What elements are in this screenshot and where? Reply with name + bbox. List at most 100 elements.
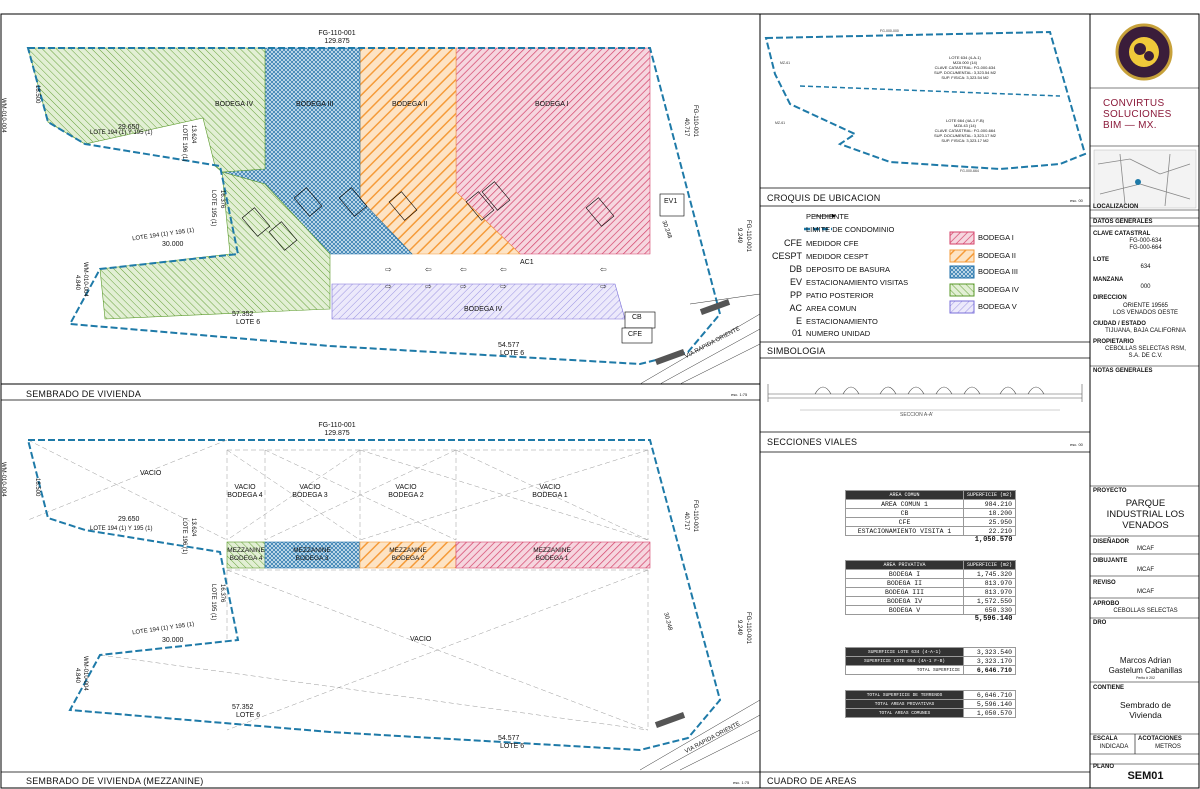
mezz-road-hatch bbox=[639, 699, 760, 771]
croquis-supdoc1: SUP. DOCUMENTAL: 3,323.54 M2 bbox=[933, 70, 997, 75]
road-hatch bbox=[639, 293, 760, 384]
ac1-label: AC1 bbox=[520, 259, 534, 266]
tb-lote-k: LOTE bbox=[1093, 257, 1109, 263]
bodega3-label: BODEGA III bbox=[296, 101, 334, 108]
svg-text:⇨: ⇨ bbox=[425, 282, 432, 291]
tb-dibujante-v: MCAF bbox=[1137, 567, 1154, 573]
left2-ref: WM-010-004 bbox=[82, 262, 88, 297]
croquis-mza2: MZA 43 (14) bbox=[953, 123, 976, 128]
symbology-panel-title: SIMBOLOGIA bbox=[767, 346, 826, 356]
mezz-m3a: MEZZANINE bbox=[293, 547, 331, 554]
tb-dro-v3: Perito # 202 bbox=[1136, 676, 1155, 680]
mezz-scale: esc. 1:75 bbox=[733, 780, 750, 785]
mezz-lote-196: LOTE 196 (1) bbox=[181, 518, 187, 555]
cfe-box bbox=[621, 327, 653, 344]
cfe-label: CFE bbox=[628, 331, 642, 338]
tb-prop-v2: S.A. DE C.V. bbox=[1128, 353, 1163, 359]
mezz-lote-a-label: LOTE 194 (1) Y 195 (1) bbox=[90, 526, 153, 532]
tb-reviso-v: MCAF bbox=[1137, 589, 1154, 595]
svg-text:⇨: ⇨ bbox=[460, 282, 467, 291]
tb-proyecto: PARQUE INDUSTRIAL LOS VENADOS bbox=[1093, 498, 1198, 531]
legend-b1-label: BODEGA I bbox=[978, 233, 1014, 242]
mezz-m4a: MEZZANINE bbox=[227, 547, 265, 554]
cell: BODEGA III bbox=[845, 587, 964, 597]
bottom-lote2: LOTE 6 bbox=[500, 350, 525, 357]
bodega1-label: BODEGA I bbox=[535, 101, 569, 108]
mezz-vb3b: BODEGA 3 bbox=[292, 492, 328, 499]
tb-manzana-k: MANZANA bbox=[1093, 277, 1124, 283]
mezz-right-ref: FG-110-001 bbox=[692, 500, 698, 532]
legend-limite-label: LIMITE DE CONDOMINIO bbox=[806, 225, 895, 234]
croquis-lote634-block: LOTE 634 (4-A-1) MZA 000 (14) CLAVE CATA… bbox=[925, 55, 1005, 80]
company-name: CONVIRTUS SOLUCIONES BIM — MX. bbox=[1103, 98, 1172, 131]
tb-prop-k: PROPIETARIO bbox=[1093, 339, 1134, 345]
right-ref: FG-110-001 bbox=[692, 105, 698, 137]
tb-contiene-v2: Vivienda bbox=[1129, 710, 1162, 720]
cell: 1,050.570 bbox=[963, 708, 1016, 718]
legend-ev-value: ESTACIONAMIENTO VISITAS bbox=[806, 277, 909, 287]
lote-196: LOTE 196 (1) bbox=[181, 125, 187, 162]
lote-a-label: LOTE 194 (1) Y 195 (1) bbox=[90, 130, 153, 136]
bottom-lote1: LOTE 6 bbox=[236, 319, 261, 326]
croquis-clave2: CLAVE CATASTRAL: FG-000-664 bbox=[934, 128, 996, 133]
mezz-m1b: BODEGA 1 bbox=[535, 555, 569, 562]
mezz-vb3a: VACIO bbox=[299, 484, 321, 491]
mezz-bottom-lote1: LOTE 6 bbox=[236, 712, 261, 719]
legend-db-value: DEPOSITO DE BASURA bbox=[806, 264, 891, 274]
mezz-m2b: BODEGA 2 bbox=[391, 555, 425, 562]
left-dim: 18.500 bbox=[34, 85, 40, 104]
mezz-lote-a-dim: 29.650 bbox=[118, 516, 140, 523]
tb-proyecto-v2: INDUSTRIAL LOS bbox=[1106, 509, 1185, 520]
tb-ciudad-v: TIJUANA, BAJA CALIFORNIA bbox=[1105, 328, 1186, 334]
mezz-right2-dim: 9.249 bbox=[736, 620, 742, 636]
legend-pendiente-label: PENDIENTE bbox=[806, 212, 849, 221]
cell: SUPERFICIE LOTE 634 (4-A-1) bbox=[845, 647, 964, 657]
comun-total: 1,050.570 bbox=[974, 536, 1013, 545]
titleblock-frame bbox=[1090, 23, 1199, 765]
cell: TOTAL SUPERFICIE bbox=[845, 665, 964, 675]
tb-notas: NOTAS GENERALES bbox=[1093, 368, 1153, 374]
cell: 3,323.540 bbox=[963, 647, 1016, 657]
bodega-4-lower-zone bbox=[99, 171, 331, 320]
sections-scale: esc. 00 bbox=[1070, 442, 1083, 447]
tb-reviso-k: REVISO bbox=[1093, 580, 1116, 586]
mezz-vb2a: VACIO bbox=[395, 484, 417, 491]
svg-text:⇨: ⇨ bbox=[600, 282, 607, 291]
tb-direccion-k: DIRECCION bbox=[1093, 295, 1127, 301]
mezz-dim-30: 30.000 bbox=[162, 637, 184, 644]
tb-dro-v2: Gastelum Cabanillas bbox=[1108, 666, 1183, 675]
legend-b4-label: BODEGA IV bbox=[978, 285, 1019, 294]
legend-pp-value: PATIO POSTERIOR bbox=[806, 290, 874, 300]
croquis-supfis2: SUP. FISICA: 3,323.17 M2 bbox=[941, 138, 989, 143]
tb-proyecto-k: PROYECTO bbox=[1093, 488, 1127, 494]
legend-b1: BODEGA I bbox=[978, 233, 1014, 242]
left2-dim: 4.840 bbox=[74, 275, 80, 291]
tb-acot-v: METROS bbox=[1155, 744, 1181, 750]
tb-acot-k: ACOTACIONES bbox=[1138, 736, 1182, 742]
svg-text:⇦: ⇦ bbox=[600, 265, 607, 274]
cell: TOTAL SUPERFICIE DE TERRENOS bbox=[845, 690, 964, 700]
legend-b3: BODEGA III bbox=[978, 267, 1018, 276]
priv-total: 5,596.140 bbox=[974, 615, 1013, 624]
mezz-vb4a: VACIO bbox=[234, 484, 256, 491]
section-label: SECCION A-A' bbox=[900, 412, 934, 418]
croquis-lote634: LOTE 634 (4-A-1) bbox=[949, 55, 981, 60]
legend-db-key: DB bbox=[789, 264, 802, 274]
tb-dro: Marcos Adrian Gastelum Cabanillas Perito… bbox=[1093, 656, 1198, 680]
tb-direccion-v1: ORIENTE 19565 bbox=[1122, 303, 1169, 309]
mezz-m3b: BODEGA 3 bbox=[295, 555, 329, 562]
sections-panel-title: SECCIONES VIALES bbox=[767, 437, 858, 447]
